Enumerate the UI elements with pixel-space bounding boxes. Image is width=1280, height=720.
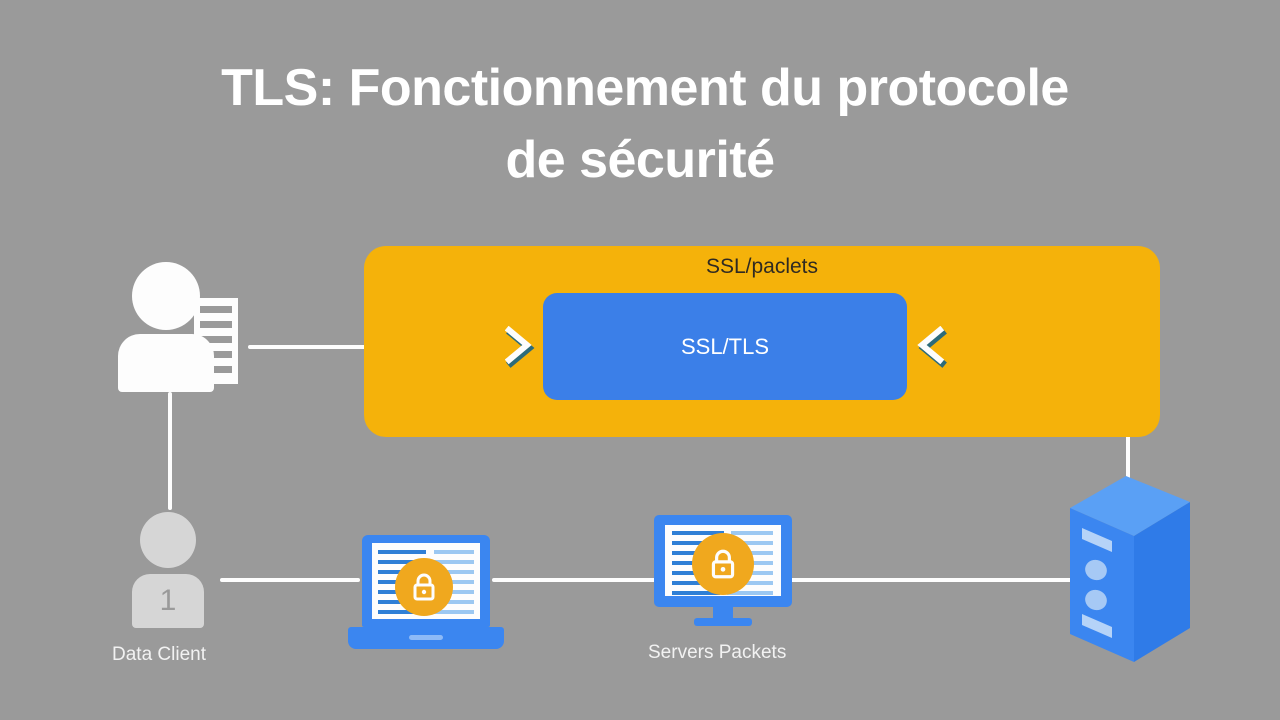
- arrow-left-icon: [917, 326, 947, 368]
- laptop-base: [348, 627, 504, 649]
- connector-monitor-to-server: [788, 578, 1073, 582]
- monitor-foot: [694, 618, 752, 626]
- user-head: [132, 262, 200, 330]
- servers-packets-label: Servers Packets: [648, 642, 787, 663]
- arrow-right-icon: [505, 326, 535, 368]
- data-client-label: Data Client: [112, 644, 206, 665]
- laptop-trackpad-notch: [409, 635, 443, 640]
- lock-icon: [692, 533, 754, 595]
- connector-client-vertical: [168, 392, 172, 510]
- user-head: [140, 512, 196, 568]
- document-line: [200, 321, 232, 328]
- user-body: [118, 334, 214, 392]
- ssl-tls-panel: SSL/TLS: [543, 293, 907, 400]
- page-title-line-1: TLS: Fonctionnement du protocole: [221, 59, 1069, 117]
- user-document-icon: [118, 262, 238, 392]
- user-badge-icon: 1: [132, 512, 208, 630]
- monitor-secure-icon: [654, 515, 792, 626]
- connector-laptop-to-monitor: [492, 578, 662, 582]
- user-body: 1: [132, 574, 204, 628]
- user-badge-number: 1: [159, 584, 177, 617]
- connector-client-to-laptop: [220, 578, 360, 582]
- document-line: [200, 366, 232, 373]
- laptop-secure-icon: [348, 535, 504, 651]
- page-title: TLS: Fonctionnement du protocole de sécu…: [0, 52, 1280, 196]
- lock-icon: [395, 558, 453, 616]
- document-line: [200, 336, 232, 343]
- monitor-neck: [713, 607, 733, 621]
- page-title-line-2: de sécurité: [505, 131, 775, 189]
- server-tower-icon: [1070, 476, 1190, 662]
- document-line: [200, 351, 232, 358]
- document-line: [200, 306, 232, 313]
- ssl-tls-panel-label: SSL/TLS: [680, 333, 770, 359]
- ssl-packets-panel-label: SSL/paclets: [705, 255, 819, 278]
